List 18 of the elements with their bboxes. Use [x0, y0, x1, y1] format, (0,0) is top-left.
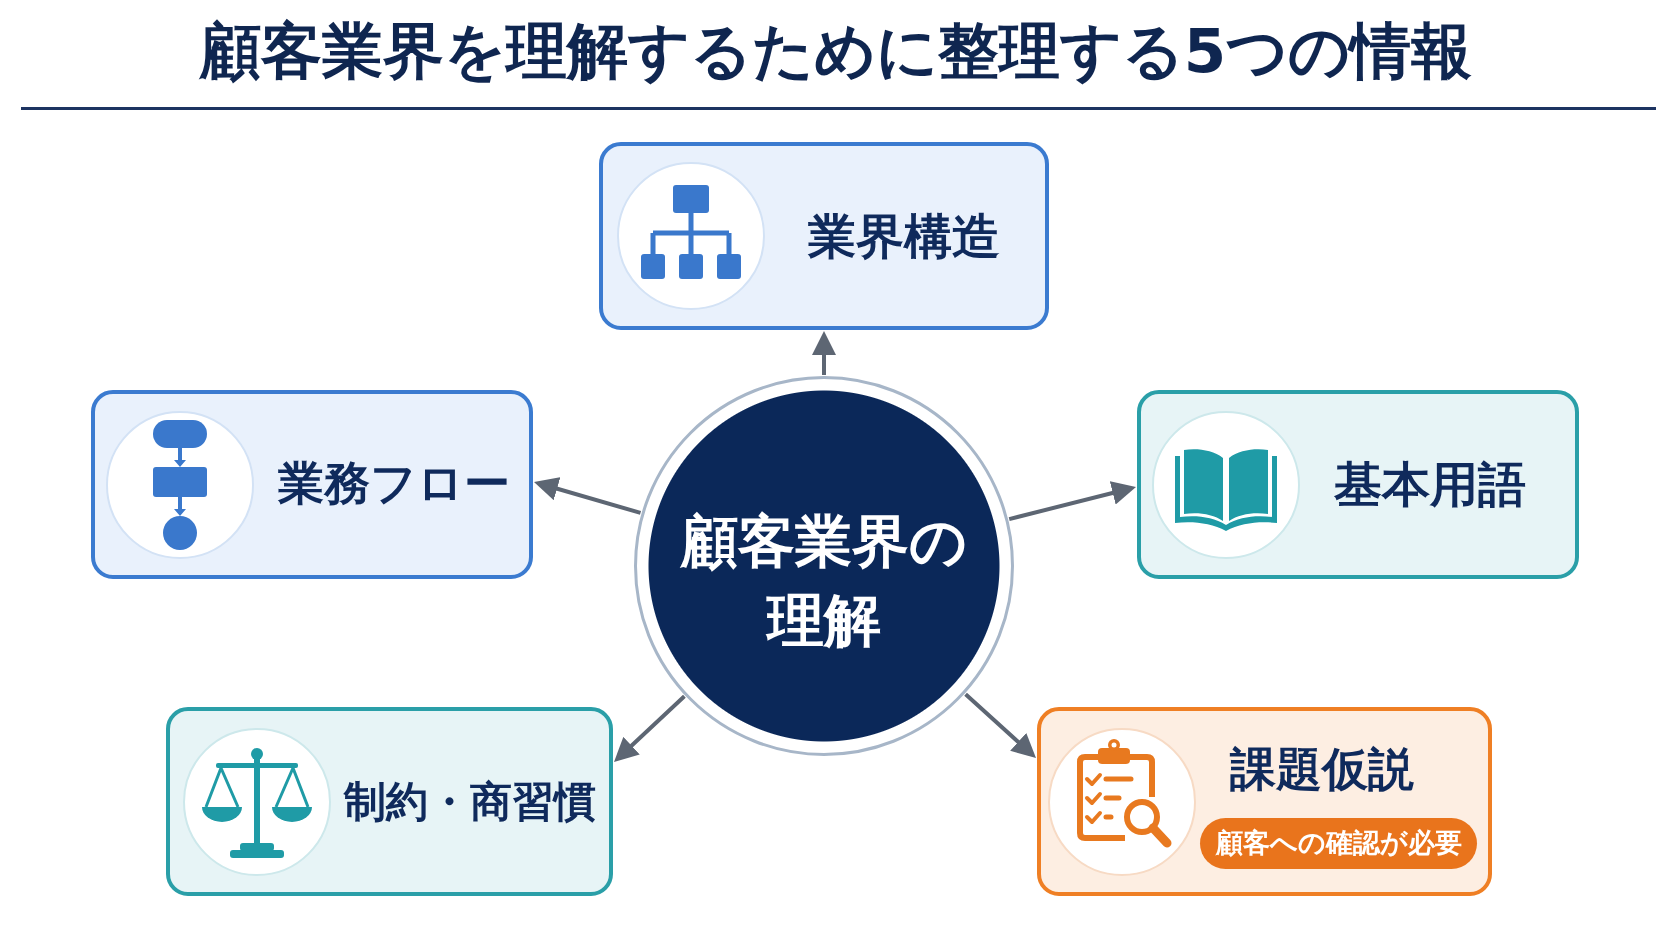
topic-card: [166, 707, 613, 896]
arrow: [612, 694, 686, 764]
topic-card: [1137, 390, 1579, 579]
arrow: [964, 692, 1038, 760]
arrow: [1008, 481, 1137, 522]
arrow: [812, 331, 836, 375]
note-badge: 顧客への確認が必要: [1200, 818, 1477, 869]
card-label: 基本用語: [1334, 455, 1526, 514]
card-label: 業界構造: [808, 207, 1000, 266]
page-title: 顧客業界を理解するために整理する5つの情報: [199, 15, 1473, 86]
topic-card: [1037, 707, 1492, 896]
topic-card: [91, 390, 533, 579]
card-label: 制約・商習慣: [344, 775, 596, 828]
arrow: [533, 477, 642, 515]
card-label: 業務フロー: [278, 455, 510, 513]
hub-circle: 顧客業界の理解: [634, 376, 1014, 756]
topic-card: [599, 142, 1049, 330]
card-label: 課題仮説: [1230, 741, 1414, 799]
